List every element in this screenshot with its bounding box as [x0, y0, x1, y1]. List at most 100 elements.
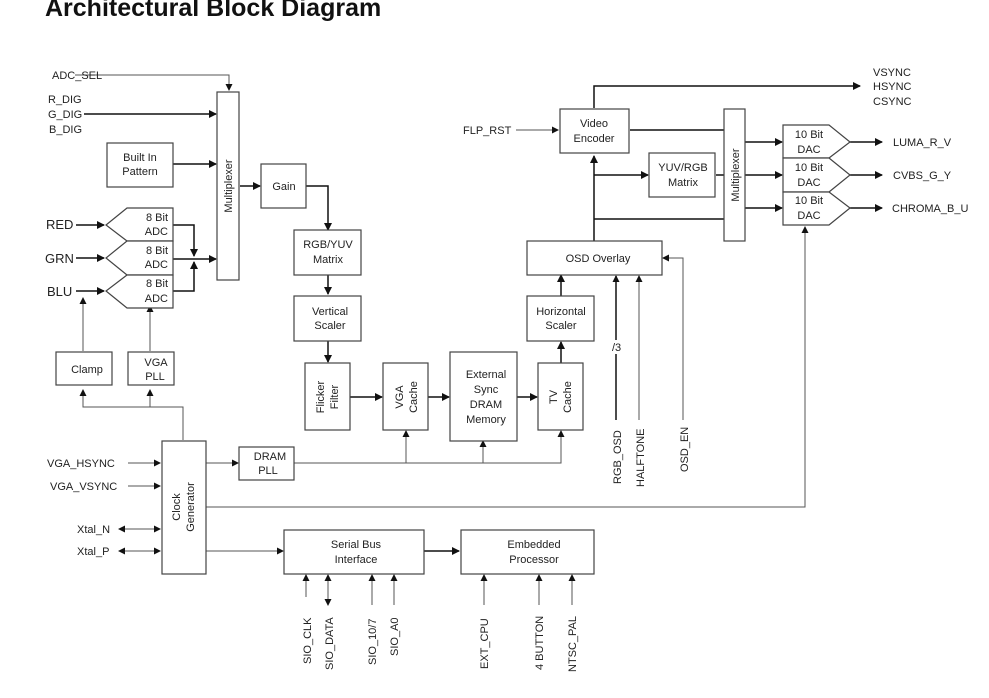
signal-sio-10-7: SIO_10/7: [367, 619, 379, 665]
block-label: Embedded: [507, 539, 560, 551]
signal-sio-a0: SIO_A0: [389, 617, 401, 656]
block-label: Vertical: [312, 306, 348, 318]
block-label: YUV/RGB: [658, 162, 708, 174]
block-label: TV: [548, 389, 560, 404]
block-label: Scaler: [545, 320, 577, 332]
signal-csync: CSYNC: [873, 96, 912, 108]
block-label: DRAM: [470, 399, 502, 411]
block-label: ADC: [145, 293, 168, 305]
signal-flp-rst: FLP_RST: [463, 125, 512, 137]
adc-red-block: 8 Bit ADC: [105, 207, 174, 242]
tv-cache-block: TV Cache: [537, 362, 584, 431]
wire-adc3: [173, 261, 198, 292]
block-label: Clock: [171, 493, 183, 521]
signal-r-dig: R_DIG: [48, 94, 82, 106]
block-label: Multiplexer: [223, 159, 235, 213]
block-label: PLL: [145, 371, 165, 383]
adc-blu-block: 8 Bit ADC: [105, 274, 174, 309]
flicker-filter-block: Flicker Filter: [304, 362, 351, 431]
signal-bus-width: /3: [612, 342, 621, 354]
output-multiplexer-block: Multiplexer: [723, 108, 746, 242]
signal-grn: GRN: [45, 251, 74, 266]
dac-cvbs-block: 10 Bit DAC: [782, 157, 851, 193]
block-label: Sync: [474, 384, 499, 396]
wire-adc-sel: [75, 74, 233, 91]
wire-adc1: [173, 224, 198, 257]
block-label: 8 Bit: [146, 245, 168, 257]
block-label: DAC: [797, 177, 820, 189]
block-label: Clamp: [71, 364, 103, 376]
signal-vga-hsync: VGA_HSYNC: [47, 458, 115, 470]
signal-osd-en: OSD_EN: [679, 427, 691, 472]
block-label: Encoder: [574, 133, 615, 145]
external-sdram-block: External Sync DRAM Memory: [449, 351, 518, 442]
block-label: Flicker: [315, 380, 327, 413]
signal-cvbs-g-y: CVBS_G_Y: [893, 170, 952, 182]
block-label: Processor: [509, 554, 559, 566]
clamp-block: Clamp: [55, 351, 113, 386]
block-label: 8 Bit: [146, 278, 168, 290]
signal-b-dig: B_DIG: [49, 124, 82, 136]
block-label: Serial Bus: [331, 539, 382, 551]
block-label: DRAM: [254, 451, 286, 463]
block-label: 8 Bit: [146, 212, 168, 224]
serial-bus-interface-block: Serial Bus Interface: [283, 529, 425, 575]
block-label: 10 Bit: [795, 162, 823, 174]
signal-vsync: VSYNC: [873, 67, 911, 79]
signal-labels: ADC_SEL R_DIG G_DIG B_DIG RED GRN BLU VG…: [45, 67, 968, 672]
signal-sio-data: SIO_DATA: [324, 617, 336, 670]
block-label: PLL: [258, 465, 278, 477]
embedded-processor-block: Embedded Processor: [460, 529, 595, 575]
dac-luma-block: 10 Bit DAC: [782, 124, 851, 159]
signal-xtal-p: Xtal_P: [77, 546, 109, 558]
wire-osd-en: [662, 254, 684, 420]
built-in-pattern-block: Built In Pattern: [106, 142, 174, 188]
signal-adc-sel: ADC_SEL: [52, 70, 102, 82]
signal-chroma-b-u: CHROMA_B_U: [892, 203, 968, 215]
block-label: Matrix: [668, 177, 698, 189]
block-label: OSD Overlay: [566, 253, 631, 265]
signal-ext-cpu: EXT_CPU: [479, 618, 491, 669]
signal-sio-clk: SIO_CLK: [302, 617, 314, 664]
block-label: RGB/YUV: [303, 239, 353, 251]
wire-syncs: [593, 82, 861, 108]
diagram-title: Architectural Block Diagram: [45, 0, 382, 22]
block-label: 10 Bit: [795, 195, 823, 207]
clock-generator-block: Clock Generator: [161, 440, 207, 575]
block-label: Cache: [562, 381, 574, 413]
signal-xtal-n: Xtal_N: [77, 524, 110, 536]
block-label: Multiplexer: [730, 148, 742, 202]
block-label: Pattern: [122, 166, 157, 178]
block-label: Cache: [408, 381, 420, 413]
osd-overlay-block: OSD Overlay: [526, 240, 663, 276]
rgb-yuv-matrix-block: RGB/YUV Matrix: [293, 229, 362, 276]
signal-vga-vsync: VGA_VSYNC: [50, 481, 117, 493]
block-label: Gain: [272, 181, 295, 193]
vertical-scaler-block: Vertical Scaler: [293, 295, 362, 342]
block-label: DAC: [797, 144, 820, 156]
signal-ntsc-pal: NTSC_PAL: [567, 616, 579, 672]
block-label: Memory: [466, 414, 506, 426]
block-label: Matrix: [313, 254, 343, 266]
block-label: Video: [580, 118, 608, 130]
wire-clk-dac: [206, 226, 809, 508]
yuv-rgb-matrix-block: YUV/RGB Matrix: [648, 152, 716, 198]
block-label: 10 Bit: [795, 129, 823, 141]
adc-grn-block: 8 Bit ADC: [105, 240, 174, 276]
dac-chroma-block: 10 Bit DAC: [782, 191, 851, 226]
wires: [75, 74, 883, 606]
input-multiplexer-block: Multiplexer: [216, 91, 240, 281]
signal-red: RED: [46, 217, 73, 232]
dram-pll-block: DRAM PLL: [238, 446, 295, 481]
signal-rgb-osd: RGB_OSD: [612, 430, 624, 484]
block-label: VGA: [394, 385, 406, 409]
signal-4-button: 4 BUTTON: [534, 616, 546, 670]
wire-clk-clamp: [79, 389, 184, 440]
block-label: Built In: [123, 152, 157, 164]
block-label: Interface: [335, 554, 378, 566]
block-label: Scaler: [314, 320, 346, 332]
vga-cache-block: VGA Cache: [382, 362, 429, 431]
signal-halftone: HALFTONE: [635, 429, 647, 487]
block-label: Horizontal: [536, 306, 586, 318]
